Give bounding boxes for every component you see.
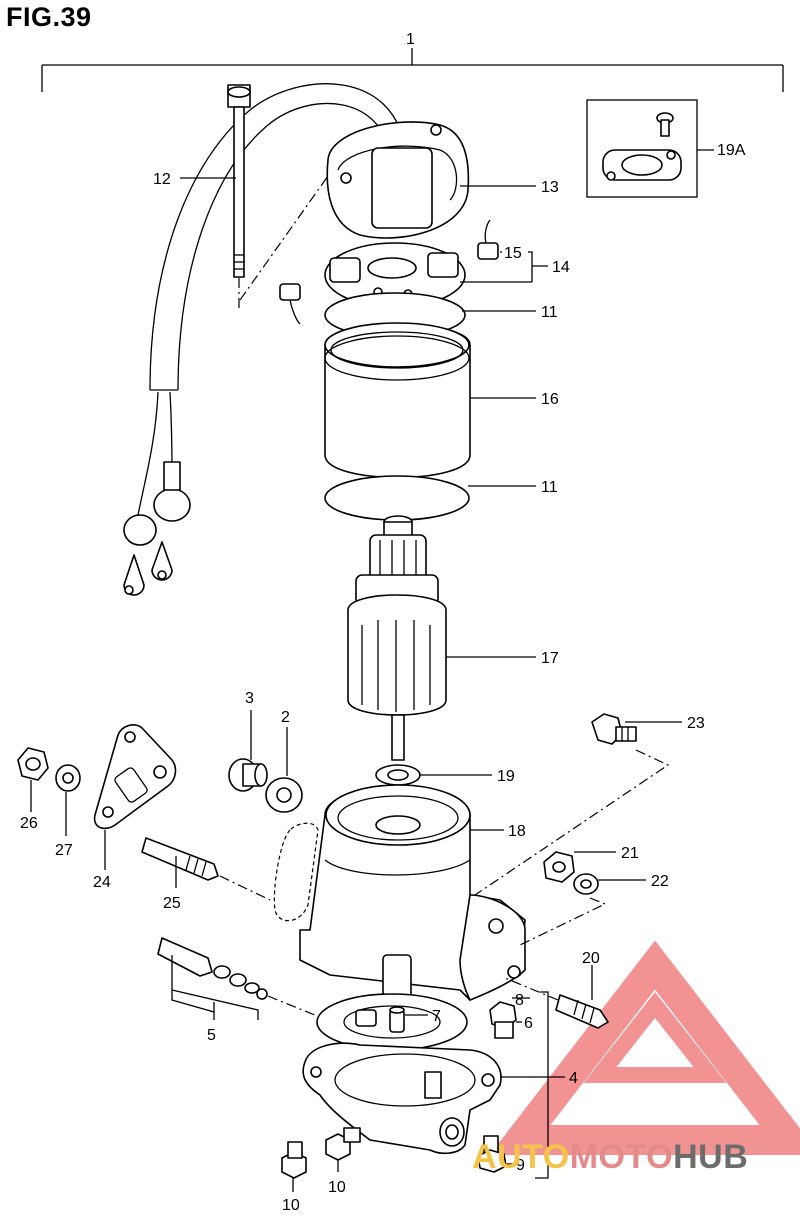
battery-cable — [123, 83, 406, 596]
stud-25 — [141, 837, 219, 881]
callout-9: 9 — [516, 1157, 525, 1174]
callout-24: 24 — [93, 874, 111, 891]
callout-10b: 10 — [328, 1179, 346, 1196]
callout-19: 19 — [497, 768, 515, 785]
callout-11a: 11 — [541, 304, 558, 321]
bolt-10a — [281, 1141, 307, 1179]
stud-20 — [555, 994, 609, 1029]
centerline-25 — [219, 875, 271, 901]
terminal-5 — [157, 937, 268, 1000]
bolt-9 — [477, 1135, 507, 1173]
callout-1: 1 — [406, 31, 415, 48]
centerline-5 — [267, 995, 323, 1019]
end-cap — [326, 121, 470, 239]
callout-10a: 10 — [282, 1197, 300, 1214]
callout-22: 22 — [651, 873, 669, 890]
centerline-20 — [504, 977, 559, 1001]
part-7 — [389, 1006, 405, 1033]
callout-2: 2 — [281, 709, 290, 726]
callout-21: 21 — [621, 845, 639, 862]
end-frame-4 — [302, 1042, 502, 1155]
bracket-24 — [93, 724, 177, 830]
nut-21 — [543, 851, 575, 883]
callout-7: 7 — [432, 1008, 441, 1025]
callout-23: 23 — [687, 715, 705, 732]
callout-17: 17 — [541, 650, 559, 667]
brush-holder — [279, 242, 466, 325]
callout-26: 26 — [20, 815, 38, 832]
drive-housing — [273, 784, 526, 1006]
callout-12: 12 — [153, 171, 171, 188]
inset-box-19a — [586, 99, 714, 198]
centerline-23 — [474, 749, 670, 896]
bolt-6 — [489, 1001, 517, 1039]
callout-15: 15 — [504, 245, 522, 262]
bolt-23 — [591, 713, 637, 745]
bushing-3 — [228, 758, 268, 792]
callout-18: 18 — [508, 823, 526, 840]
callout-19a: 19A — [717, 142, 746, 159]
brush — [477, 219, 499, 260]
callout-11b: 11 — [541, 479, 558, 496]
callout-3: 3 — [245, 690, 254, 707]
leader-14 — [460, 251, 548, 283]
callout-6: 6 — [524, 1015, 533, 1032]
callout-16: 16 — [541, 391, 559, 408]
centerline-22 — [519, 897, 607, 946]
washer-2 — [265, 777, 303, 813]
callout-13: 13 — [541, 179, 559, 196]
figure-title: FIG.39 — [6, 2, 92, 32]
watermark-logo — [489, 940, 800, 1155]
armature — [347, 515, 447, 761]
callout-25: 25 — [163, 895, 181, 912]
bolt-10b — [325, 1127, 361, 1161]
leader-5-bracket — [171, 955, 259, 1020]
washer-27 — [55, 764, 81, 792]
washer-22 — [573, 873, 599, 895]
thrust-washer — [375, 764, 421, 786]
watermark-text: AUTOMOTOHUB — [472, 1138, 749, 1176]
o-ring-lower — [324, 475, 470, 521]
through-bolt — [227, 84, 251, 310]
callout-4: 4 — [569, 1070, 578, 1087]
callout-5: 5 — [207, 1027, 216, 1044]
callout-8: 8 — [515, 992, 524, 1009]
assembly-bracket — [41, 48, 784, 92]
yoke — [324, 322, 471, 479]
nut-26 — [17, 747, 49, 781]
callout-27: 27 — [55, 842, 73, 859]
leader-8 — [512, 991, 549, 1179]
callout-20: 20 — [582, 950, 600, 967]
callout-14: 14 — [552, 259, 570, 276]
